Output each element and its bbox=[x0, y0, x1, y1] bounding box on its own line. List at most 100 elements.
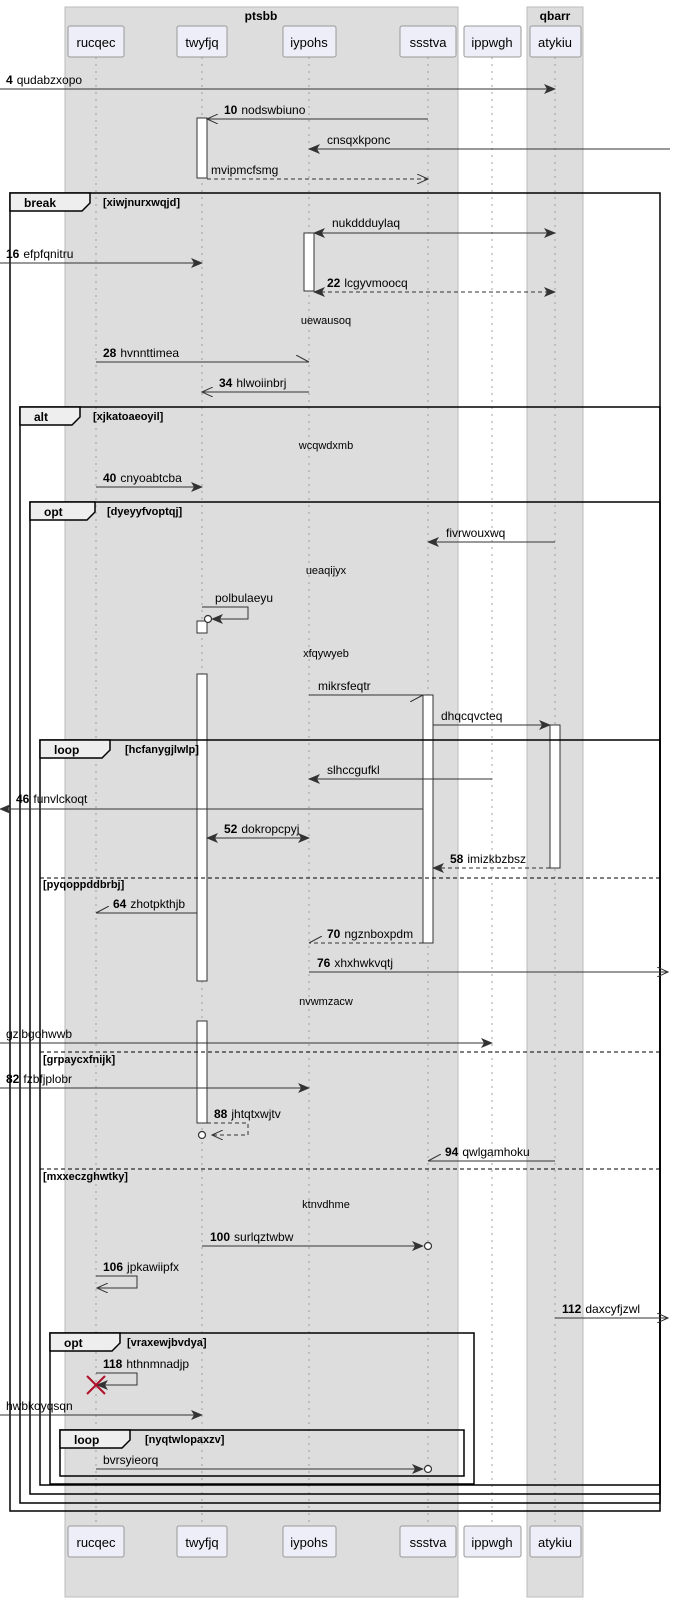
participant-atykiu[interactable]: atykiu bbox=[529, 1525, 582, 1558]
group-ptsbb: ptsbb bbox=[64, 6, 459, 1598]
participant-iypohs[interactable]: iypohs bbox=[282, 1525, 337, 1558]
participant-rucqec[interactable]: rucqec bbox=[67, 1525, 125, 1558]
frame-keyword: loop bbox=[54, 743, 79, 757]
message-number: 58 bbox=[450, 852, 464, 866]
participant-ssstva[interactable]: ssstva bbox=[399, 25, 457, 58]
message-arrow[interactable]: 4 qudabzxopo bbox=[0, 73, 556, 94]
participant-twyfjq[interactable]: twyfjq bbox=[176, 1525, 228, 1558]
frame-guard: [hcfanygjlwlp] bbox=[125, 744, 199, 756]
separator-guard: [mxxeczghwtky] bbox=[43, 1171, 128, 1183]
participant-label: atykiu bbox=[538, 35, 572, 50]
participants-bottom: rucqec twyfjq iypohs ssstva ippwgh atyki… bbox=[67, 1525, 582, 1558]
participant-ssstva[interactable]: ssstva bbox=[399, 1525, 457, 1558]
participant-rucqec[interactable]: rucqec bbox=[67, 25, 125, 58]
activation-bar bbox=[549, 724, 561, 869]
message-number: 4 bbox=[6, 73, 13, 87]
message-label: cnyoabtcba bbox=[120, 471, 182, 485]
message-number: 76 bbox=[317, 956, 331, 970]
message-number: 52 bbox=[224, 822, 238, 836]
message-label: fivrwouxwq bbox=[446, 526, 505, 540]
message-label: imizkbzbsz bbox=[467, 852, 526, 866]
message-number: 22 bbox=[327, 276, 341, 290]
message-number: 64 bbox=[113, 897, 127, 911]
message-arrow[interactable]: slhccgufkl bbox=[308, 763, 492, 784]
message-number: 40 bbox=[103, 471, 117, 485]
message-label: efpfqnitru bbox=[23, 247, 73, 261]
frame-guard: [dyeyyfvoptqj] bbox=[107, 506, 183, 518]
endpoint-circle bbox=[197, 1130, 207, 1140]
message-label: polbulaeyu bbox=[215, 591, 273, 605]
participant-atykiu[interactable]: atykiu bbox=[529, 25, 582, 58]
endpoint-circle bbox=[423, 1241, 433, 1251]
participant-ippwgh[interactable]: ippwgh bbox=[463, 1525, 522, 1558]
divider-label: xfqywyeb bbox=[303, 648, 349, 660]
message-label: dokropcpyj bbox=[241, 822, 299, 836]
message-arrow[interactable]: nukddduylaq bbox=[313, 216, 556, 238]
message-arrow[interactable]: polbulaeyu bbox=[202, 591, 273, 624]
divider-label: nvwmzacw bbox=[299, 996, 353, 1008]
participants-top: rucqec twyfjq iypohs ssstva ippwgh atyki… bbox=[67, 25, 582, 58]
message-arrow[interactable]: fivrwouxwq bbox=[427, 526, 555, 547]
message-label: qudabzxopo bbox=[17, 73, 83, 87]
message-label: nukddduylaq bbox=[332, 216, 400, 230]
frame-keyword: break bbox=[24, 196, 56, 210]
message-arrow[interactable]: bvrsyieorq bbox=[96, 1453, 433, 1474]
frame-keyword: loop bbox=[74, 1433, 99, 1447]
message-label: lcgyvmoocq bbox=[344, 276, 407, 290]
endpoint-circle bbox=[203, 614, 213, 624]
message-label: qwlgamhoku bbox=[462, 1145, 529, 1159]
message-number: 112 bbox=[562, 1302, 582, 1316]
activation-bar bbox=[196, 620, 208, 634]
message-label: hwbkoyqsqn bbox=[6, 1399, 73, 1413]
message-arrow[interactable]: dhqcqvcteq bbox=[433, 709, 551, 730]
participant-twyfjq[interactable]: twyfjq bbox=[176, 25, 228, 58]
message-arrow[interactable]: hwbkoyqsqn bbox=[0, 1399, 203, 1420]
participant-label: ssstva bbox=[410, 35, 448, 50]
message-number: 46 bbox=[16, 792, 30, 806]
message-label: hthnmnadjp bbox=[126, 1357, 189, 1371]
message-arrow[interactable]: mvipmcfsmg bbox=[207, 163, 428, 179]
endpoint-circle bbox=[423, 1464, 433, 1474]
participant-label: atykiu bbox=[538, 1535, 572, 1550]
message-arrow[interactable]: mikrsfeqtr bbox=[309, 679, 423, 695]
participant-label: twyfjq bbox=[185, 35, 218, 50]
participant-ippwgh[interactable]: ippwgh bbox=[463, 25, 522, 58]
participant-label: rucqec bbox=[76, 1535, 116, 1550]
participant-iypohs[interactable]: iypohs bbox=[282, 25, 337, 58]
divider-label: uewausoq bbox=[301, 315, 351, 327]
message-arrow[interactable]: cnsqxkponc bbox=[308, 133, 670, 154]
message-arrow[interactable]: gzlbgohwwb bbox=[0, 1027, 493, 1048]
message-label: slhccgufkl bbox=[327, 763, 380, 777]
